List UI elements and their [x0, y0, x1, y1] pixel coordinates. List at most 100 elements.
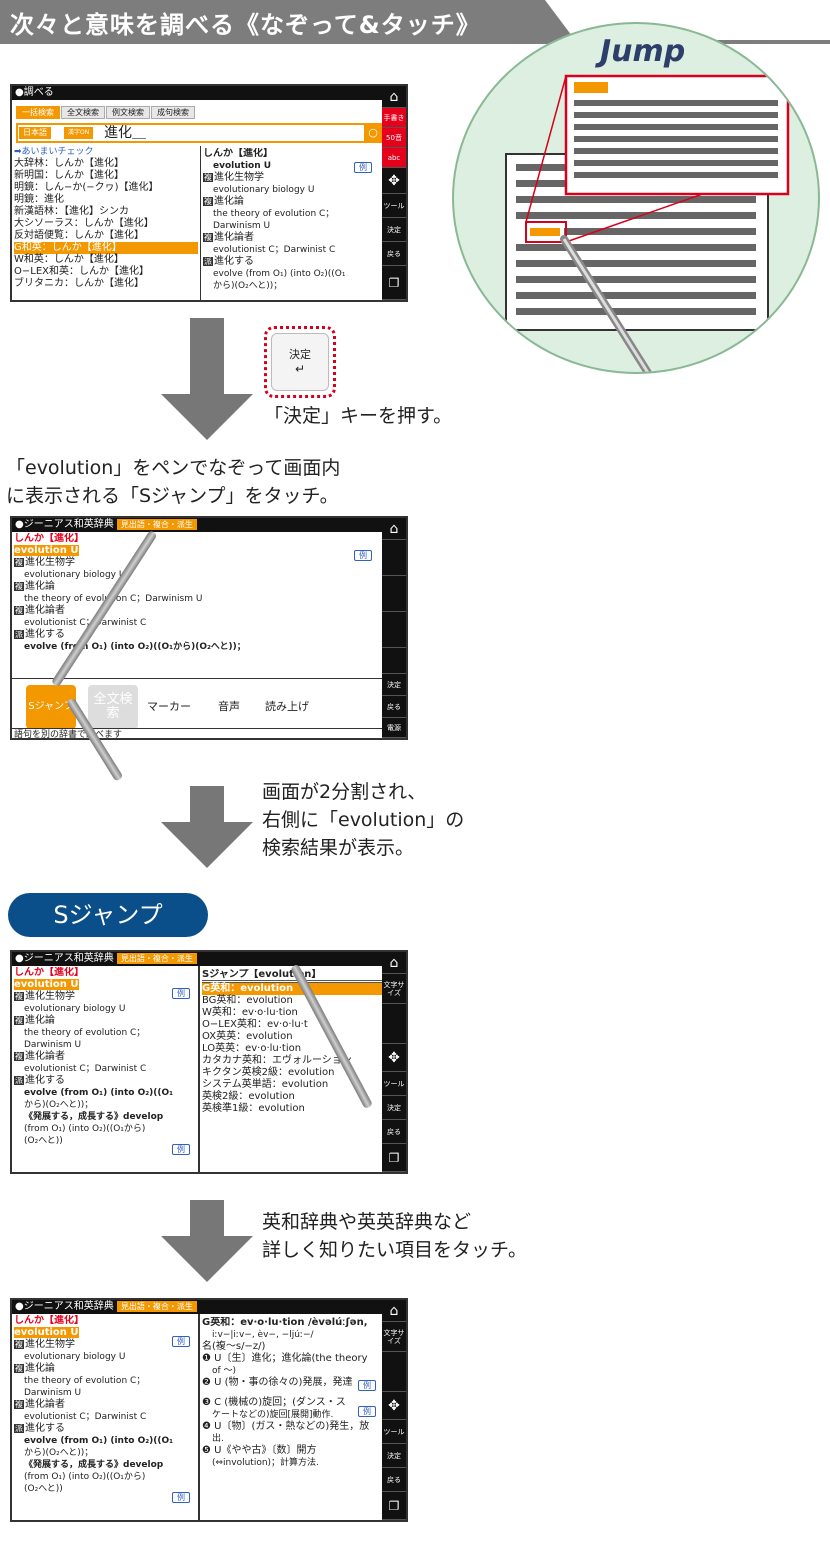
example-button[interactable]: 例 — [354, 550, 372, 561]
side-key[interactable] — [382, 1004, 406, 1044]
screen1-tabs: 一括検索全文検索例文検索成句検索 — [16, 106, 196, 119]
side-key[interactable] — [382, 576, 406, 612]
example-button[interactable]: 例 — [358, 1406, 376, 1417]
tab-all-search[interactable]: 一括検索 — [16, 106, 60, 119]
list-item[interactable]: 明鏡：進化 — [14, 194, 64, 205]
kanji-toggle[interactable]: 漢字ON — [64, 127, 94, 139]
compound-mark-icon: 複 — [14, 582, 24, 591]
tab-example[interactable]: 例文検索 — [106, 106, 150, 119]
tool-key[interactable]: ツール — [382, 1420, 406, 1444]
list-item[interactable]: 新明国：しんか【進化】 — [14, 170, 124, 181]
enter-key[interactable]: 決定 — [382, 1096, 406, 1120]
fulltext-button[interactable]: 全文検索 — [88, 685, 138, 729]
sjump-item[interactable]: システム英単語：evolution — [202, 1079, 329, 1090]
entry-line: 複進化論 — [14, 1015, 55, 1026]
compound-mark-icon: 複 — [14, 558, 24, 567]
compound-mark-icon: 複 — [14, 1400, 24, 1409]
preview-line: 複進化論 — [203, 196, 244, 207]
example-button[interactable]: 例 — [172, 1492, 190, 1503]
sjump-item[interactable]: W英和：ev·o·lu·tion — [202, 1007, 298, 1018]
sjump-item[interactable]: 英検準1級：evolution — [202, 1103, 305, 1114]
jump-key-icon[interactable]: ✥ — [382, 1044, 406, 1072]
list-item-selected[interactable]: G和英：しんか【進化】 — [14, 242, 198, 254]
font-size-key[interactable]: 文字サイズ — [382, 1322, 406, 1352]
list-item[interactable]: 新漢語林：【進化】シンカ — [14, 206, 129, 217]
sjump-item-selected[interactable]: G英和：evolution — [202, 983, 384, 995]
sjump-item[interactable]: 英検2級：evolution — [202, 1091, 295, 1102]
sjump-button[interactable]: Sジャンプ — [26, 685, 76, 729]
font-size-key[interactable]: 文字サイズ — [382, 974, 406, 1004]
list-item[interactable]: O−LEX和英：しんか【進化】 — [14, 266, 149, 277]
list-item[interactable]: ブリタニカ：しんか【進化】 — [14, 278, 144, 289]
list-item[interactable]: 明鏡：しん−か(−クヮ)【進化】 — [14, 182, 159, 193]
enter-key[interactable]: 決定 — [382, 1444, 406, 1468]
list-item[interactable]: 大シソーラス：しんか【進化】 — [14, 218, 154, 229]
example-button[interactable]: 例 — [354, 162, 372, 173]
side-key[interactable] — [382, 540, 406, 576]
entry-line-selected[interactable]: evolution U — [14, 979, 79, 990]
side-key[interactable] — [382, 1352, 406, 1392]
example-button[interactable]: 例 — [172, 1144, 190, 1155]
home-icon[interactable]: ⌂ — [382, 952, 406, 974]
read-aloud-button[interactable]: 読み上げ — [265, 700, 309, 713]
home-icon[interactable]: ⌂ — [382, 518, 406, 540]
home-icon[interactable]: ⌂ — [382, 86, 406, 108]
screen1-side-keys: ⌂ 手書き 50音 abc ✥ ツール 決定 戻る ❐ — [382, 86, 406, 300]
search-input[interactable]: 進化＿ — [104, 125, 146, 141]
sjump-item[interactable]: カタカナ英和：エヴォルーション — [202, 1055, 352, 1066]
audio-button[interactable]: 音声 — [218, 700, 240, 713]
fuzzy-check-link[interactable]: ➡あいまいチェック — [14, 147, 94, 157]
screen3-left-entry: しんか【進化】 evolution U 複進化生物学 evolutionary … — [14, 967, 196, 1172]
kana50-key[interactable]: 50音 — [382, 128, 406, 148]
lang-selector[interactable]: 日本語 — [19, 127, 51, 139]
tab-phrase[interactable]: 成句検索 — [151, 106, 195, 119]
entry-line-selected[interactable]: evolution U — [14, 1327, 79, 1338]
sjump-item[interactable]: O−LEX英和：ev·o·lu·t — [202, 1019, 308, 1030]
entry-line: 複進化生物学 — [14, 1339, 75, 1350]
sjump-item[interactable]: キクタン英検2級：evolution — [202, 1067, 335, 1078]
search-icon[interactable]: ○ — [364, 123, 382, 143]
enter-key[interactable]: 決定 — [382, 218, 406, 242]
list-item[interactable]: 反対語便覧：しんか【進化】 — [14, 230, 144, 241]
back-key[interactable]: 戻る — [382, 1120, 406, 1144]
section-banner — [0, 0, 830, 44]
example-button[interactable]: 例 — [358, 1380, 376, 1391]
side-key[interactable] — [382, 612, 406, 648]
preview-line: Darwinism U — [213, 221, 271, 231]
tool-key[interactable]: ツール — [382, 1072, 406, 1096]
list-item[interactable]: W和英：しんか【進化】 — [14, 254, 124, 265]
example-button[interactable]: 例 — [172, 1336, 190, 1347]
preview-line: 複進化生物学 — [203, 172, 264, 183]
jump-key-icon[interactable]: ✥ — [382, 1392, 406, 1420]
copy-icon[interactable]: ❐ — [382, 1144, 406, 1172]
example-button[interactable]: 例 — [172, 988, 190, 999]
handwriting-key[interactable]: 手書き — [382, 108, 406, 128]
tool-key[interactable]: ツール — [382, 194, 406, 218]
list-item[interactable]: 大辞林：しんか【進化】 — [14, 158, 124, 169]
home-icon[interactable]: ⌂ — [382, 1300, 406, 1322]
side-key[interactable] — [382, 648, 406, 674]
sjump-item[interactable]: LO英英：ev·o·lu·tion — [202, 1043, 302, 1054]
sjump-item[interactable]: OX英英：evolution — [202, 1031, 293, 1042]
arrow-down-icon — [161, 1236, 253, 1282]
back-key[interactable]: 戻る — [382, 1468, 406, 1492]
tab-fulltext[interactable]: 全文検索 — [61, 106, 105, 119]
jump-key-icon[interactable]: ✥ — [382, 168, 406, 194]
screen4-titlebar: ●ジーニアス和英辞典 見出語・複合・派生 — [12, 1300, 384, 1314]
detail-line: 名(複〜s/−z/) — [202, 1341, 266, 1352]
copy-icon[interactable]: ❐ — [382, 266, 406, 300]
marker-button[interactable]: マーカー — [147, 700, 191, 713]
sjump-item[interactable]: BG英和：evolution — [202, 995, 293, 1006]
screen4-title: ●ジーニアス和英辞典 — [15, 1301, 114, 1312]
compound-mark-icon: 複 — [14, 1052, 24, 1061]
enter-key[interactable]: 決定 — [382, 674, 406, 696]
abc-key[interactable]: abc — [382, 148, 406, 168]
compound-mark-icon: 複 — [14, 1016, 24, 1025]
power-key[interactable]: 電源 — [382, 718, 406, 738]
back-key[interactable]: 戻る — [382, 242, 406, 266]
entry-line-selected[interactable]: evolution U — [14, 545, 79, 556]
copy-icon[interactable]: ❐ — [382, 1492, 406, 1520]
mode-badge: 見出語・複合・派生 — [116, 519, 197, 530]
detail-line: ❺ U《やや古》〔数〕開方 — [202, 1445, 317, 1456]
back-key[interactable]: 戻る — [382, 696, 406, 718]
